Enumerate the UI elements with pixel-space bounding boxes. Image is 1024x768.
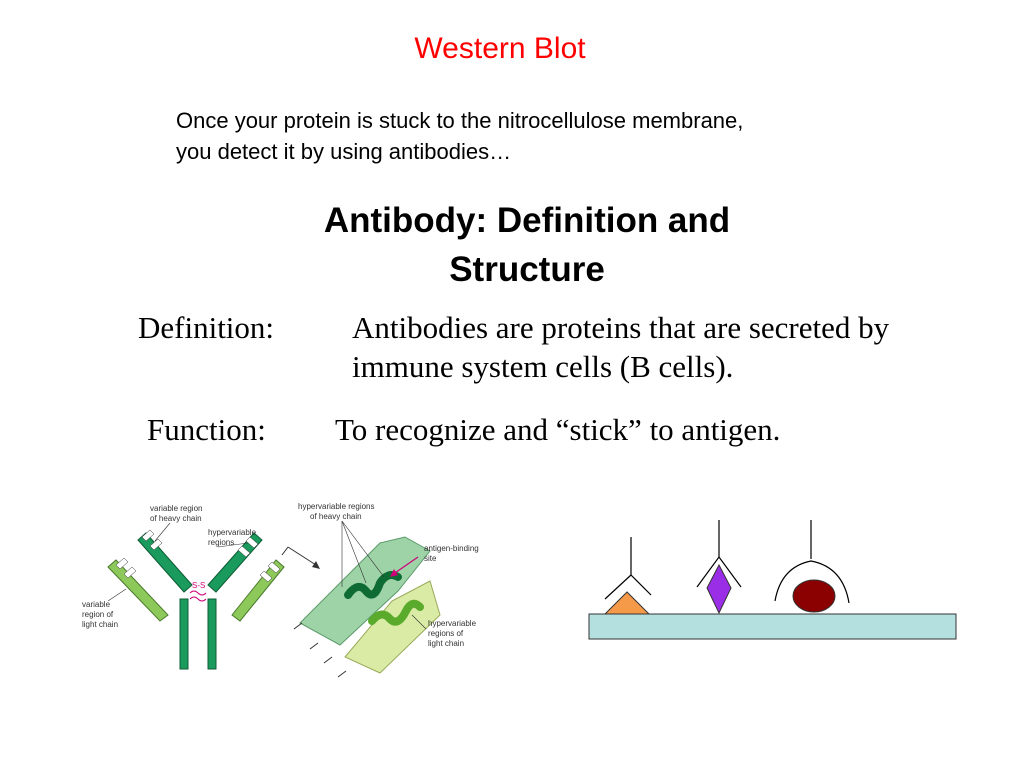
label-hv-light-1: hypervariable xyxy=(428,619,477,628)
antigen-triangle xyxy=(603,591,651,615)
label-hypervariable-2: regions xyxy=(208,538,234,547)
label-hv-light-3: light chain xyxy=(428,639,464,648)
light-chain xyxy=(107,559,285,622)
slide-title: Western Blot xyxy=(414,32,586,65)
antibody-2 xyxy=(696,520,742,588)
membrane xyxy=(588,613,957,640)
label-variable-light-1: variable xyxy=(82,600,111,609)
section-heading-line-2: Structure xyxy=(449,250,605,289)
label-variable-light-2: region of xyxy=(82,610,114,619)
hypervariable-heavy-loops xyxy=(344,571,402,599)
label-hv-light-2: regions of xyxy=(428,629,464,638)
antibody-3 xyxy=(774,520,850,604)
label-binding-1: antigen-binding xyxy=(424,544,479,553)
label-hv-heavy-2: of heavy chain xyxy=(310,512,362,521)
function-label: Function: xyxy=(147,412,266,447)
label-hypervariable-1: hypervariable xyxy=(208,528,257,537)
antibody-structure-diagram: S-S variable region of heavy chain hyper… xyxy=(82,504,285,670)
definition-text-line-1: Antibodies are proteins that are secrete… xyxy=(352,310,890,345)
label-hv-heavy-1: hypervariable regions xyxy=(298,502,375,511)
label-binding-2: site xyxy=(424,554,437,563)
intro-line-2: you detect it by using antibodies… xyxy=(176,139,512,164)
variable-stripes xyxy=(115,529,281,583)
definition-label: Definition: xyxy=(138,310,275,345)
disulfide-bond-label: S-S xyxy=(192,581,205,590)
binding-site-arrow-icon xyxy=(390,569,398,577)
label-variable-heavy-1: variable region xyxy=(150,504,202,513)
binding-site-diagram: hypervariable regions of heavy chain ant… xyxy=(281,502,479,678)
hypervariable-light-loops xyxy=(368,599,424,626)
intro-line-1: Once your protein is stuck to the nitroc… xyxy=(176,108,744,133)
label-variable-light-3: light chain xyxy=(82,620,118,629)
hinge-region xyxy=(189,590,207,602)
section-heading-line-1: Antibody: Definition and xyxy=(323,201,731,240)
antigen-diamond xyxy=(706,563,732,615)
antigen-oval xyxy=(792,579,836,613)
antibody-1 xyxy=(604,537,652,600)
label-variable-heavy-2: of heavy chain xyxy=(150,514,202,523)
function-text: To recognize and “stick” to antigen. xyxy=(335,412,781,447)
definition-text-line-2: immune system cells (B cells). xyxy=(352,349,734,384)
antigen-binding-diagram xyxy=(588,520,957,640)
